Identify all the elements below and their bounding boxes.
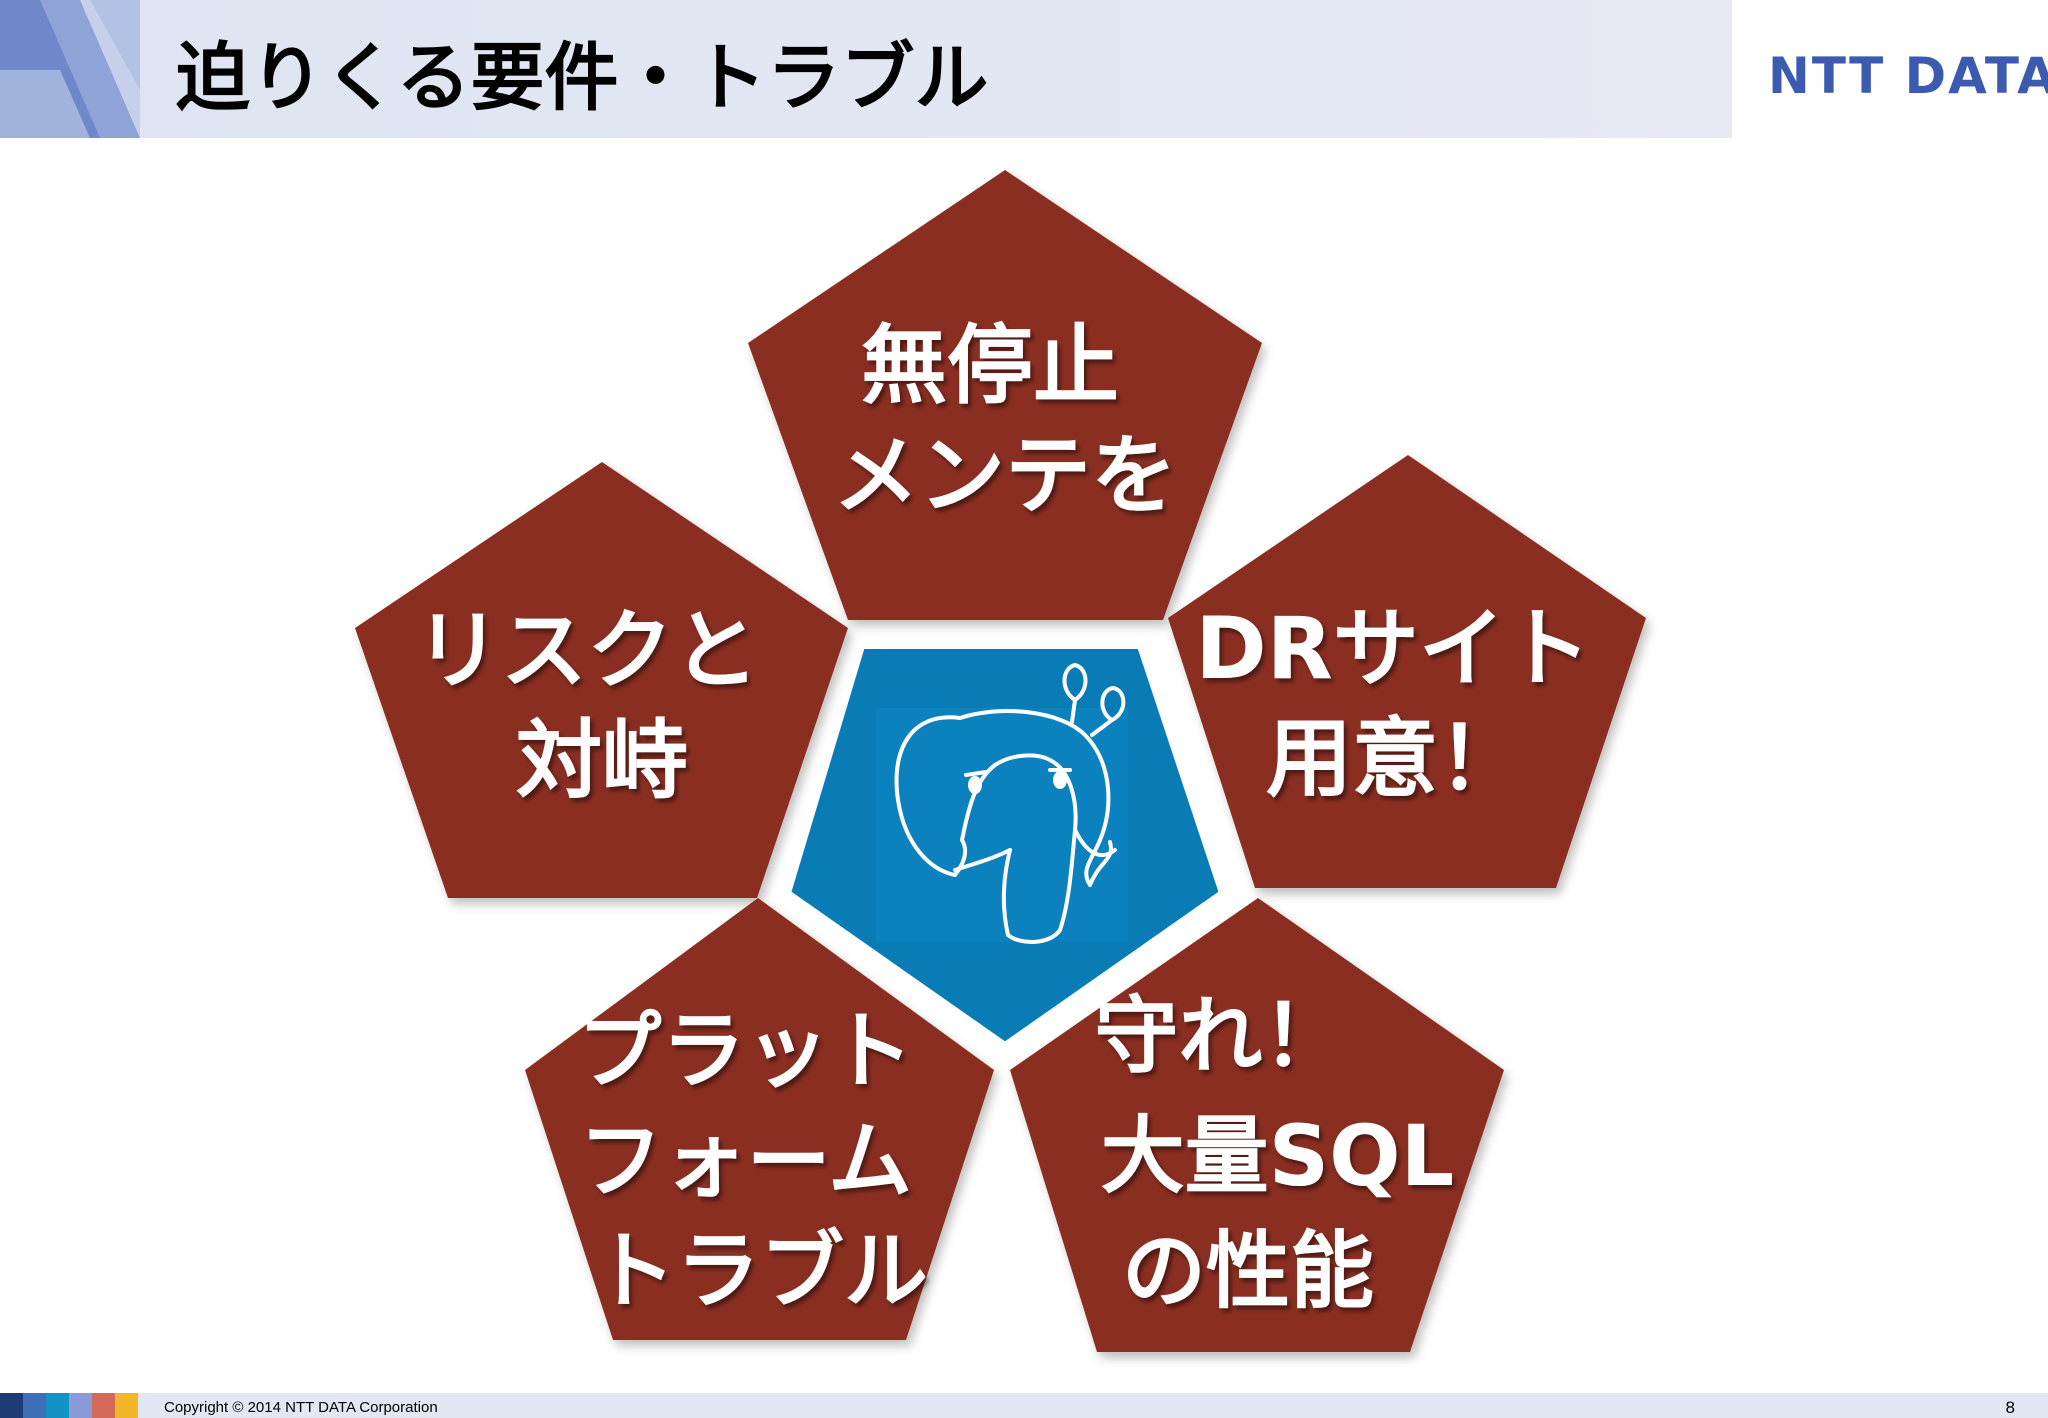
pentagon-bottom-left-line-3: トラブル xyxy=(592,1222,928,1320)
pentagon-bottom-right-line-3: の性能 xyxy=(1122,1222,1374,1320)
pentagon-right-shape xyxy=(1168,455,1646,888)
header: 迫りくる要件・トラブル NTT DATA xyxy=(0,0,2048,138)
pentagon-diagram: 無停止 メンテを リスクと 対峙 DRサイト 用意！ プラット フォーム xyxy=(355,170,1646,1352)
pentagon-top-line-2: メンテを xyxy=(833,426,1177,526)
pentagon-bottom-left-line-1: プラット xyxy=(577,1002,913,1100)
footer-color-square xyxy=(0,1393,23,1418)
pentagon-left-line-2: 対峙 xyxy=(516,711,688,811)
svg-text:守れ！ 大量SQL の性能: 守れ！ 大量SQL の性能 xyxy=(1094,987,1483,1320)
header-band xyxy=(0,0,2048,138)
brand-logo: NTT DATA xyxy=(1768,47,2048,105)
pentagon-top-line-1: 無停止 xyxy=(861,316,1119,416)
logo-panel xyxy=(1732,0,2048,138)
footer-color-bar xyxy=(0,1393,138,1418)
pentagon-top-shape xyxy=(748,170,1262,620)
postgresql-elephant-icon xyxy=(876,663,1128,944)
corner-graphic xyxy=(0,0,140,138)
pentagon-bottom-right-line-1: 守れ！ xyxy=(1094,987,1346,1085)
pentagon-right-line-2: 用意！ xyxy=(1266,709,1524,809)
pentagon-left-line-1: リスクと xyxy=(415,601,759,701)
pentagon-right: DRサイト 用意！ xyxy=(1168,455,1646,888)
svg-text:プラット フォーム トラブル: プラット フォーム トラブル xyxy=(577,1002,942,1320)
svg-text:DRサイト 用意！: DRサイト 用意！ xyxy=(1195,599,1621,809)
footer-color-square xyxy=(46,1393,69,1418)
copyright-text: Copyright © 2014 NTT DATA Corporation xyxy=(164,1399,438,1416)
pentagon-bottom-right-line-2: 大量SQL xyxy=(1101,1107,1454,1205)
pentagon-bottom-right: 守れ！ 大量SQL の性能 xyxy=(1010,898,1504,1352)
page-title: 迫りくる要件・トラブル xyxy=(176,35,989,121)
footer-band xyxy=(0,1393,2048,1418)
svg-text:無停止 メンテを: 無停止 メンテを xyxy=(833,316,1177,526)
pentagon-top: 無停止 メンテを xyxy=(748,170,1262,620)
pentagon-left: リスクと 対峙 xyxy=(355,462,848,898)
pentagon-left-shape xyxy=(355,462,848,898)
footer-color-square xyxy=(92,1393,115,1418)
footer: Copyright © 2014 NTT DATA Corporation 8 xyxy=(0,1393,2048,1418)
pentagon-bottom-left: プラット フォーム トラブル xyxy=(525,898,994,1340)
footer-color-square xyxy=(23,1393,46,1418)
pentagon-bottom-left-line-2: フォーム xyxy=(579,1112,912,1210)
pentagon-right-line-1: DRサイト xyxy=(1195,599,1591,699)
page-number: 8 xyxy=(2006,1398,2015,1417)
svg-text:リスクと 対峙: リスクと 対峙 xyxy=(415,601,789,811)
footer-color-square xyxy=(115,1393,138,1418)
pentagon-center xyxy=(784,643,1226,1049)
pentagon-bottom-left-shape xyxy=(525,898,994,1340)
pentagon-bottom-right-shape xyxy=(1010,898,1504,1352)
footer-color-square xyxy=(69,1393,92,1418)
